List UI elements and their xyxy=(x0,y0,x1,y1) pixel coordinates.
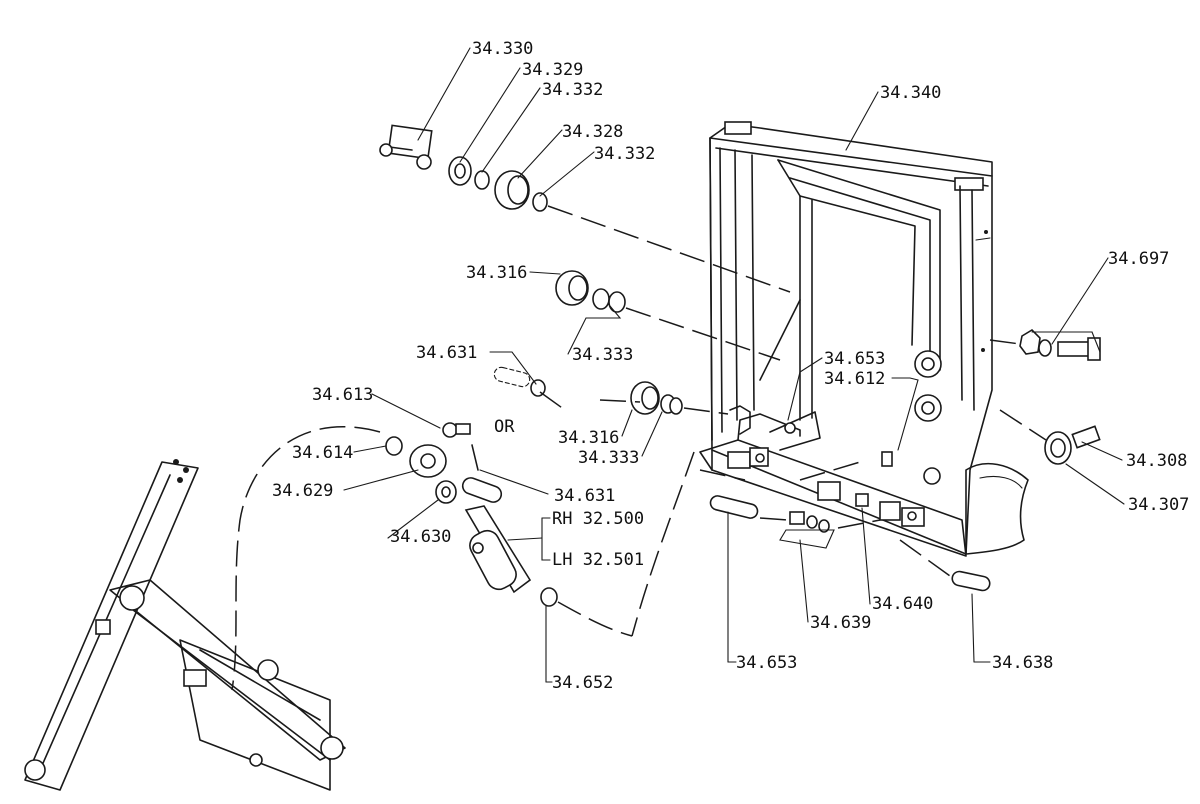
label-34-612: 34.612 xyxy=(824,369,885,389)
top-roller-parts xyxy=(379,124,683,415)
assembly-lines xyxy=(231,205,1047,691)
label-34-328: 34.328 xyxy=(562,122,623,142)
label-lh-32-501: LH 32.501 xyxy=(552,550,644,570)
leader-lines xyxy=(343,47,1125,683)
label-34-316-lower: 34.316 xyxy=(558,428,619,448)
label-34-630: 34.630 xyxy=(390,527,451,547)
label-34-308: 34.308 xyxy=(1126,451,1187,471)
label-34-332-lower: 34.332 xyxy=(594,144,655,164)
arm-assembly xyxy=(24,459,346,791)
label-34-640: 34.640 xyxy=(872,594,933,614)
label-ticks xyxy=(541,517,991,683)
label-34-329: 34.329 xyxy=(522,60,583,80)
part-labels: 34.330 34.329 34.332 34.328 34.332 34.34… xyxy=(272,39,1189,693)
label-34-307: 34.307 xyxy=(1128,495,1189,515)
left-side-parts xyxy=(385,366,558,607)
label-34-631-upper: 34.631 xyxy=(416,343,477,363)
label-rh-32-500: RH 32.500 xyxy=(552,509,644,529)
label-34-330: 34.330 xyxy=(472,39,533,59)
label-34-340: 34.340 xyxy=(880,83,941,103)
right-side-parts xyxy=(709,328,1101,592)
label-34-652: 34.652 xyxy=(552,673,613,693)
label-34-629: 34.629 xyxy=(272,481,333,501)
label-34-613: 34.613 xyxy=(312,385,373,405)
label-34-638: 34.638 xyxy=(992,653,1053,673)
label-34-631-lower: 34.631 xyxy=(554,486,615,506)
label-34-332-upper: 34.332 xyxy=(542,80,603,100)
frame-assembly xyxy=(699,121,1029,557)
label-or: OR xyxy=(494,417,515,437)
label-34-316-upper: 34.316 xyxy=(466,263,527,283)
label-34-653-lower: 34.653 xyxy=(736,653,797,673)
label-34-333-lower: 34.333 xyxy=(578,448,639,468)
label-34-614: 34.614 xyxy=(292,443,353,463)
label-34-333-upper: 34.333 xyxy=(572,345,633,365)
label-34-697: 34.697 xyxy=(1108,249,1169,269)
label-34-653-upper: 34.653 xyxy=(824,349,885,369)
label-34-639: 34.639 xyxy=(810,613,871,633)
